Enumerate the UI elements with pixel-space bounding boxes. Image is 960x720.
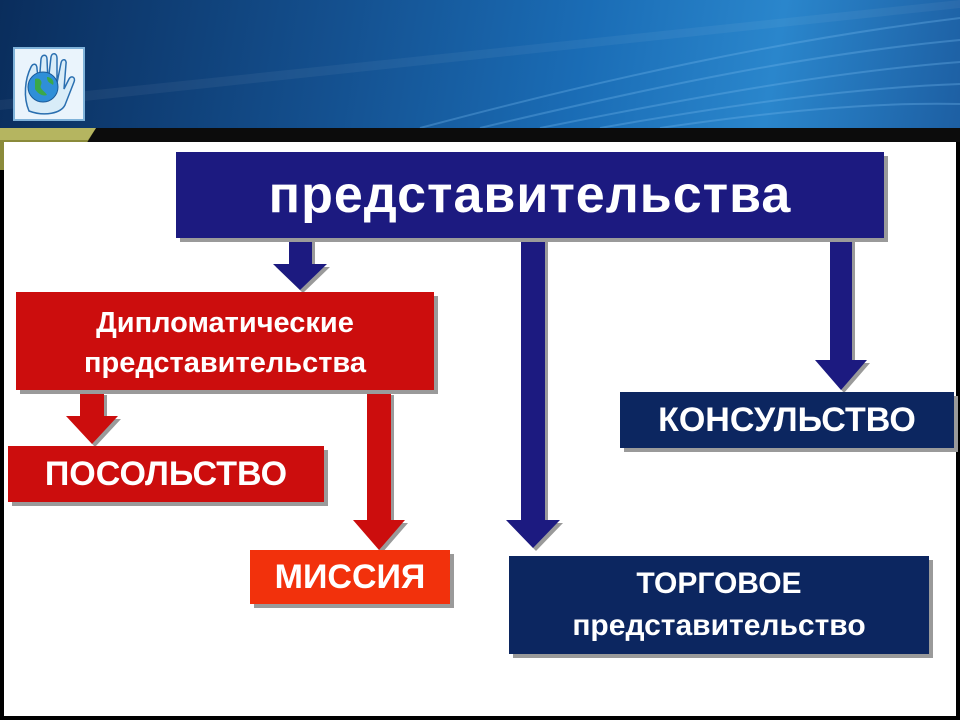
mission-node-label: МИССИЯ: [274, 557, 426, 596]
embassy-node-label: ПОСОЛЬСТВО: [44, 454, 288, 493]
arrow-diplomatic-to-embassy: [66, 392, 118, 444]
header-divider: [0, 128, 960, 142]
root-node-label: представительства: [268, 166, 792, 224]
arrow-root-to-consulate: [815, 238, 867, 390]
globe-hand-icon: [13, 47, 85, 121]
embassy-node: ПОСОЛЬСТВО: [8, 446, 324, 502]
arrow-root-to-trade: [506, 238, 560, 548]
diplomatic-node-line2: представительства: [84, 347, 366, 379]
arrow-diplomatic-to-mission: [353, 392, 405, 550]
arrow-root-to-diplomatic: [273, 238, 327, 290]
trade-node-line2: представительство: [572, 609, 866, 642]
root-node: представительства: [176, 152, 884, 238]
consulate-node-label: КОНСУЛЬСТВО: [658, 400, 916, 439]
header-banner: [0, 0, 960, 128]
mission-node: МИССИЯ: [250, 550, 450, 604]
trade-node: ТОРГОВОЕ представительство: [509, 556, 929, 654]
trade-node-line1: ТОРГОВОЕ: [636, 567, 802, 600]
diplomatic-node: Дипломатические представительства: [16, 292, 434, 390]
consulate-node: КОНСУЛЬСТВО: [620, 392, 954, 448]
diplomatic-node-line1: Дипломатические: [96, 307, 354, 339]
